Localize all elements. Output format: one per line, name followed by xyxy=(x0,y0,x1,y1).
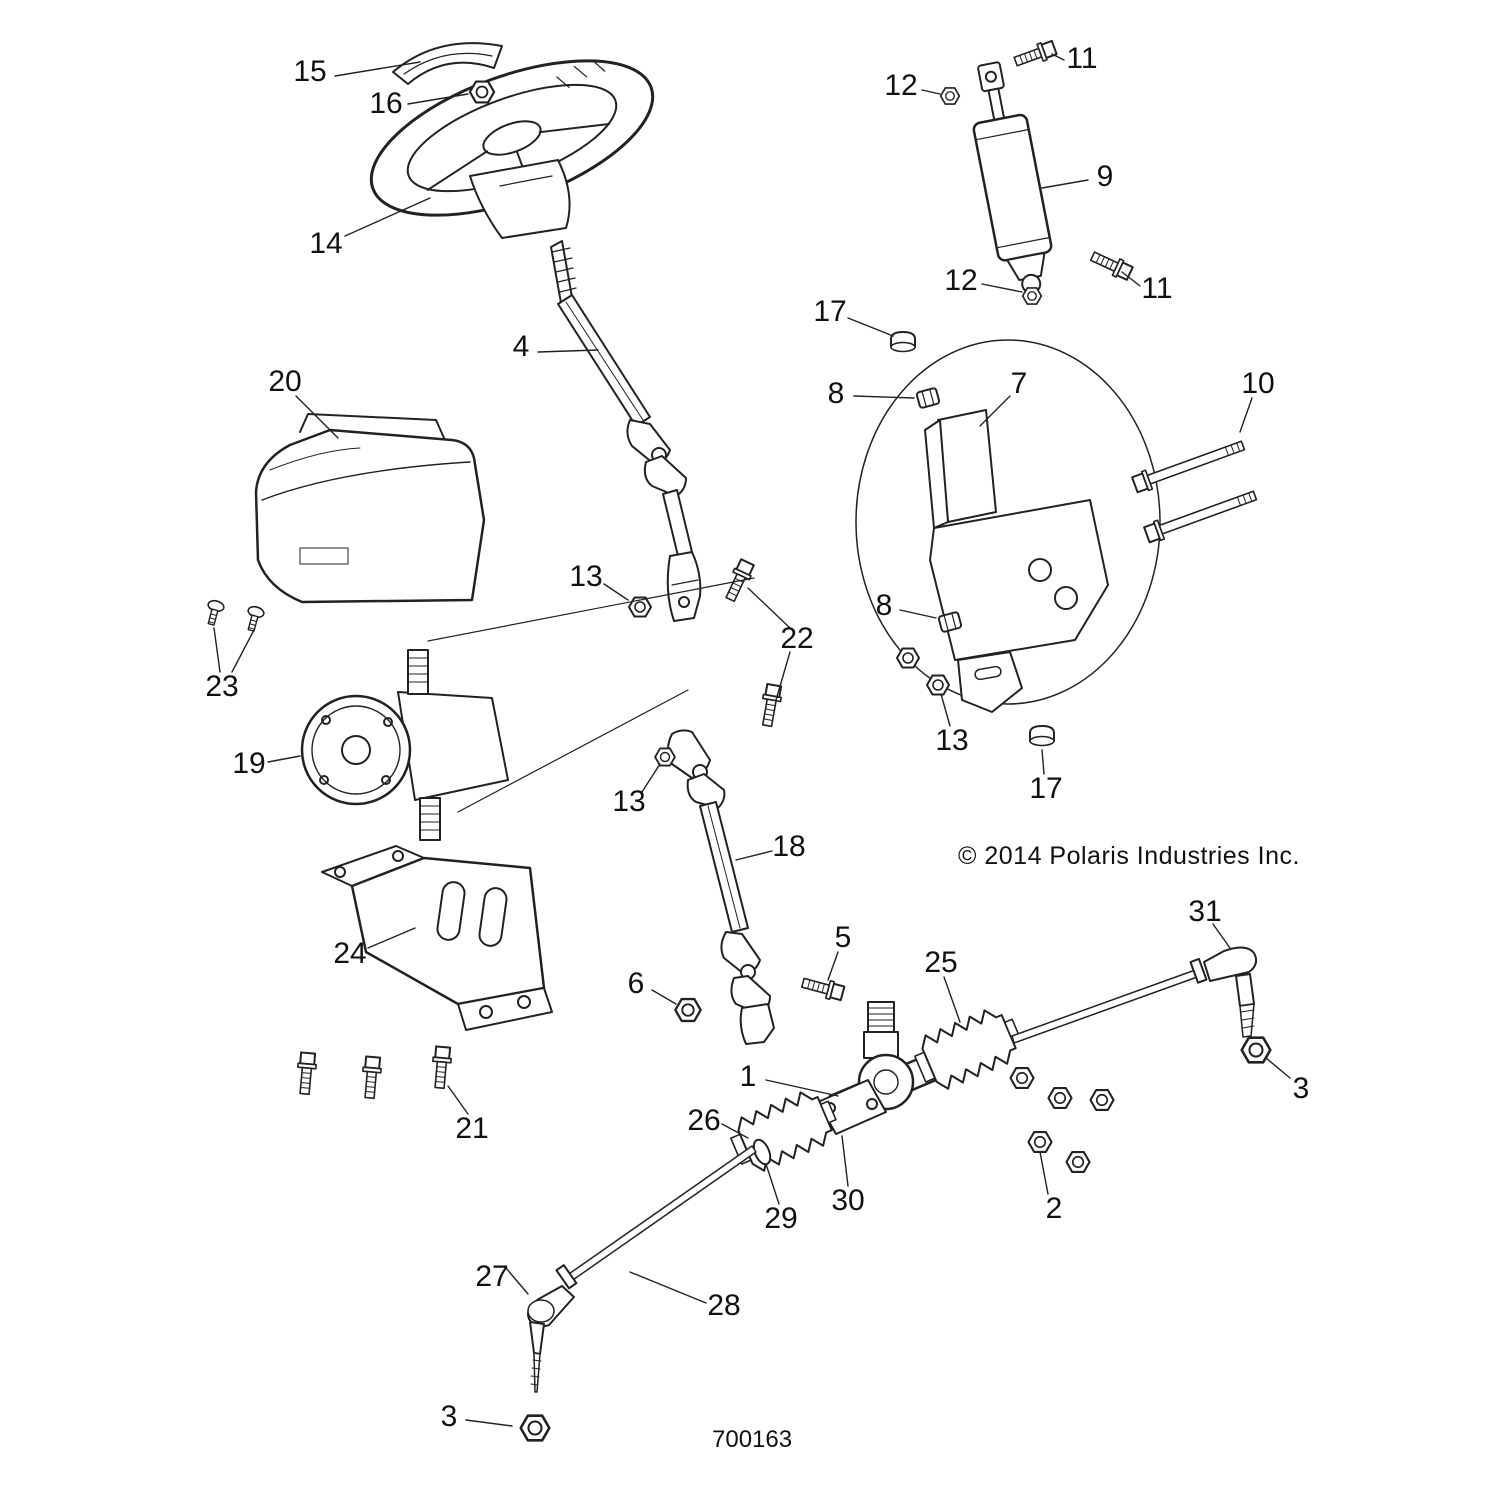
callout-22: 22 xyxy=(780,622,814,655)
callout-27: 27 xyxy=(475,1260,509,1293)
callout-2: 2 xyxy=(1045,1192,1063,1225)
bolt-11-top xyxy=(1011,38,1059,72)
bushing-8-top xyxy=(915,386,941,410)
screw-23-a xyxy=(202,598,227,628)
callout-25: 25 xyxy=(924,946,958,979)
steering-wheel-nut-16 xyxy=(468,80,496,104)
bolt-21-a xyxy=(294,1051,319,1096)
callout-30: 30 xyxy=(831,1184,865,1217)
nut-2-b xyxy=(1047,1086,1073,1110)
nut-2-e xyxy=(1065,1150,1091,1174)
callout-29: 29 xyxy=(764,1202,798,1235)
callout-8: 8 xyxy=(875,589,893,622)
screw-23-b xyxy=(242,604,267,634)
cap-nut-17-top xyxy=(890,331,916,353)
rack-and-pinion xyxy=(527,946,1258,1393)
callout-23: 23 xyxy=(205,670,239,703)
rack-boot-right xyxy=(914,1009,1021,1090)
callout-11: 11 xyxy=(1066,42,1098,75)
callout-12: 12 xyxy=(884,69,918,102)
callout-1: 1 xyxy=(739,1060,757,1093)
callout-26: 26 xyxy=(687,1104,721,1137)
callout-18: 18 xyxy=(772,830,806,863)
callout-28: 28 xyxy=(707,1289,741,1322)
callout-17: 17 xyxy=(813,295,847,328)
nut-12-bottom xyxy=(1021,287,1043,305)
callout-17: 17 xyxy=(1029,772,1063,805)
callout-3: 3 xyxy=(440,1400,458,1433)
callout-31: 31 xyxy=(1188,895,1222,928)
callout-24: 24 xyxy=(333,937,367,970)
callout-4: 4 xyxy=(512,330,530,363)
nut-2-d xyxy=(1027,1130,1053,1154)
bolt-10-a xyxy=(1130,435,1248,496)
bolt-21-c xyxy=(429,1045,454,1090)
callout-15: 15 xyxy=(293,55,327,88)
callout-12: 12 xyxy=(944,264,978,297)
nut-2-c xyxy=(1089,1088,1115,1112)
gas-strut xyxy=(972,61,1053,294)
assembly-reference-lines xyxy=(427,577,755,813)
callout-5: 5 xyxy=(834,921,852,954)
callout-13: 13 xyxy=(569,560,603,593)
callout-9: 9 xyxy=(1096,160,1114,193)
callout-3: 3 xyxy=(1292,1072,1310,1105)
nut-13-c xyxy=(926,674,950,696)
mount-bracket xyxy=(321,845,553,1031)
steering-wheel xyxy=(369,59,655,239)
bolt-21-b xyxy=(359,1055,384,1100)
steering-column-shaft xyxy=(550,240,702,622)
tie-rod-end-left xyxy=(527,1264,578,1393)
callout-8: 8 xyxy=(827,377,845,410)
bolt-10-b xyxy=(1142,485,1260,546)
callout-11: 11 xyxy=(1141,272,1173,305)
nut-13-d xyxy=(654,747,676,767)
leader-lines xyxy=(213,53,1291,1427)
boot-clamp-29 xyxy=(752,1138,772,1166)
power-steering-unit xyxy=(300,649,509,841)
bolt-5 xyxy=(799,973,846,1004)
callout-21: 21 xyxy=(455,1112,489,1145)
callout-13: 13 xyxy=(935,724,969,757)
nut-6 xyxy=(674,997,702,1023)
callout-19: 19 xyxy=(232,747,266,780)
nut-13-b xyxy=(896,647,920,669)
steering-wheel-cover xyxy=(392,42,503,85)
tie-rod-left xyxy=(565,1145,757,1283)
nut-3-left xyxy=(519,1414,551,1442)
callout-10: 10 xyxy=(1241,367,1275,400)
nut-2-a xyxy=(1009,1066,1035,1090)
diagram-number: 700163 xyxy=(712,1426,793,1453)
callout-7: 7 xyxy=(1010,367,1028,400)
callout-14: 14 xyxy=(309,227,343,260)
nut-12-top xyxy=(939,87,961,105)
callout-20: 20 xyxy=(268,365,302,398)
tie-rod-end-right xyxy=(1189,946,1258,1038)
support-bracket-assembly xyxy=(855,339,1161,713)
copyright-notice: © 2014 Polaris Industries Inc. xyxy=(958,842,1300,870)
callout-16: 16 xyxy=(369,87,403,120)
cap-nut-17-bottom xyxy=(1029,725,1055,747)
callout-6: 6 xyxy=(627,967,645,1000)
column-cover xyxy=(254,413,486,604)
intermediate-shaft xyxy=(667,729,775,1045)
callout-13: 13 xyxy=(612,785,646,818)
